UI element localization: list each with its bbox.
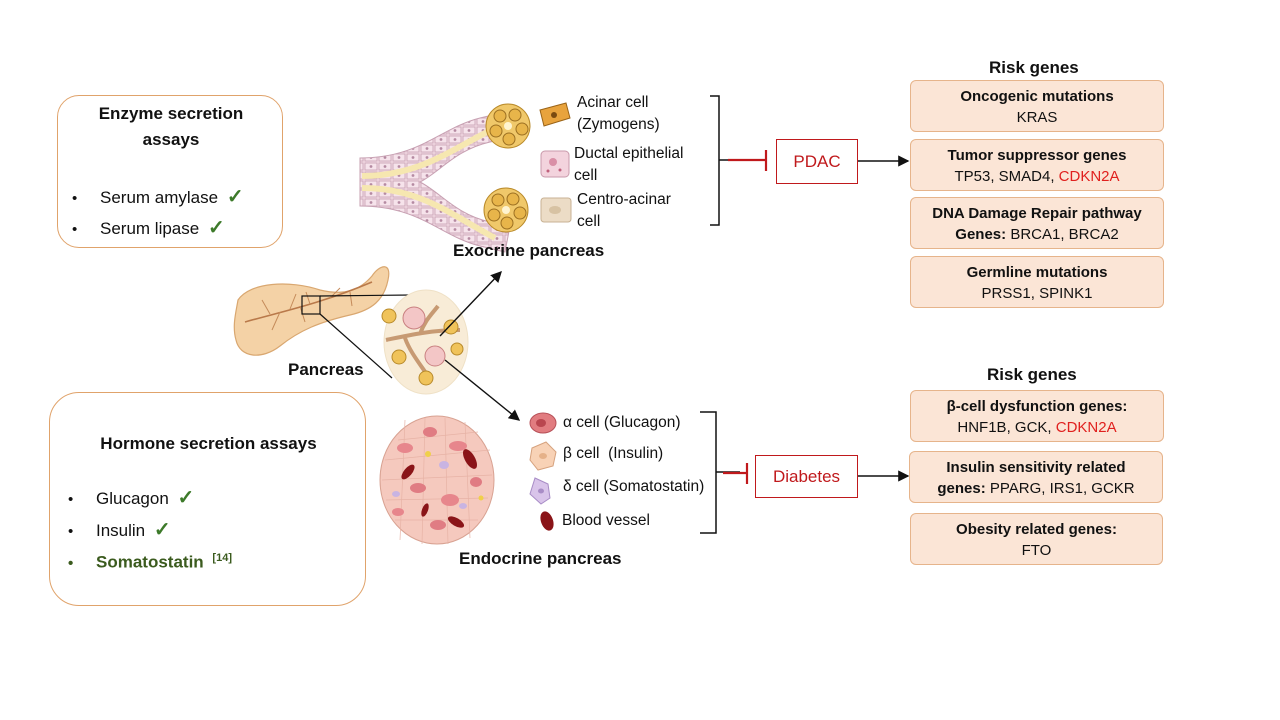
acinus-bottom [483, 187, 529, 233]
ductal-cell-label: Ductal epithelial cell [574, 145, 684, 184]
enzyme-assays-panel: Enzyme secretion assays •Serum amylase ✓… [57, 95, 283, 248]
diabetes-box: Diabetes [755, 455, 858, 498]
endocrine-islet-illustration [379, 415, 495, 545]
beta-cell-icon [529, 441, 557, 471]
centro-acinar-cell-label: Centro-acinar cell [577, 191, 671, 230]
arrow-to-endocrine [444, 359, 521, 421]
beta-cell-label: β cell (Insulin) [563, 445, 664, 462]
blood-vessel-icon [540, 511, 554, 531]
inhibition-pdac-icon [728, 150, 768, 171]
centro-acinar-cell-icon [540, 197, 572, 223]
acinus-top [485, 103, 531, 149]
hormone-assays-title: Hormone secretion assays [100, 434, 317, 453]
check-icon: ✓ [153, 519, 171, 541]
acinar-cell-icon [539, 102, 571, 127]
check-icon: ✓ [177, 487, 195, 509]
enzyme-assays-title: Enzyme secretion assays [98, 104, 244, 149]
gene-box-tumor-suppressor: Tumor suppressor genes TP53, SMAD4, CDKN… [910, 139, 1164, 191]
blood-vessel-label: Blood vessel [562, 512, 650, 529]
arrow-to-exocrine [439, 270, 502, 337]
gene-box-oncogenic: Oncogenic mutations KRAS [910, 80, 1164, 132]
pancreas-label: Pancreas [288, 360, 364, 379]
diabetes-risk-genes-title: Risk genes [987, 365, 1077, 384]
check-icon: ✓ [207, 217, 225, 239]
list-item-serum-amylase: •Serum amylase ✓ [72, 186, 244, 208]
inhibition-diabetes-icon [723, 463, 749, 484]
gene-box-dna-repair: DNA Damage Repair pathway Genes: BRCA1, … [910, 197, 1164, 249]
list-item-insulin: •Insulin ✓ [68, 519, 171, 541]
acinar-cell-label: Acinar cell (Zymogens) [577, 94, 660, 133]
list-item-glucagon: •Glucagon ✓ [68, 487, 195, 509]
delta-cell-icon [529, 477, 551, 505]
endocrine-pancreas-label: Endocrine pancreas [459, 549, 622, 568]
list-item-serum-lipase: •Serum lipase ✓ [72, 217, 225, 239]
gene-box-germline: Germline mutations PRSS1, SPINK1 [910, 256, 1164, 308]
gene-box-insulin-sensitivity: Insulin sensitivity related genes: PPARG… [909, 451, 1163, 503]
delta-cell-label: δ cell (Somatostatin) [563, 478, 705, 495]
exocrine-pancreas-label: Exocrine pancreas [453, 241, 605, 260]
exocrine-duct-illustration [359, 103, 531, 253]
reference-14: [14] [212, 552, 232, 564]
list-item-somatostatin: •Somatostatin [14] [68, 552, 232, 572]
pancreas-zoom-illustration [381, 289, 469, 395]
hormone-assays-panel: Hormone secretion assays •Glucagon ✓ •In… [49, 392, 366, 606]
gene-box-beta-cell: β-cell dysfunction genes: HNF1B, GCK, CD… [910, 390, 1164, 442]
ductal-cell-icon [540, 150, 570, 178]
alpha-cell-label: α cell (Glucagon) [563, 414, 681, 431]
check-icon: ✓ [226, 186, 244, 208]
pancreas-organ-illustration [233, 266, 413, 379]
pdac-risk-genes-title: Risk genes [989, 58, 1079, 77]
alpha-cell-icon [529, 412, 557, 434]
gene-box-obesity: Obesity related genes: FTO [910, 513, 1163, 565]
pdac-box: PDAC [776, 139, 858, 184]
